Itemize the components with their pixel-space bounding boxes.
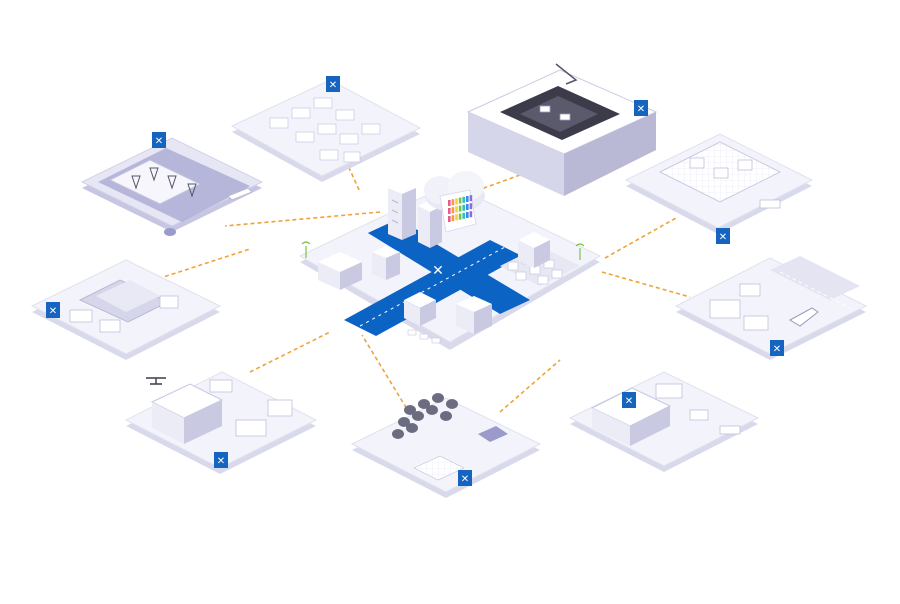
server-bar — [455, 214, 458, 221]
offshore-pylons — [131, 167, 197, 198]
server-bar — [469, 203, 473, 210]
server-bar — [466, 196, 469, 202]
tile-university-campus: ✕ — [30, 259, 222, 360]
connector-farm — [361, 334, 411, 415]
badge-glyph: ✕ — [719, 232, 727, 243]
connector-hospital — [249, 331, 331, 373]
server-bar — [455, 206, 458, 213]
server-bar — [455, 198, 458, 205]
tile-mining-pit: ✕ — [466, 63, 658, 196]
hub-antennas — [301, 241, 585, 260]
connector-factory — [499, 359, 561, 413]
server-bar — [466, 204, 469, 210]
badge-glyph: ✕ — [637, 104, 645, 115]
badge-glyph: ✕ — [49, 306, 57, 317]
server-bar — [458, 205, 462, 212]
server-bar — [458, 213, 462, 220]
hub-buildings-bottom — [404, 292, 492, 344]
connector-airport — [601, 271, 691, 298]
badge-glyph: ✕ — [217, 456, 225, 467]
badge-glyph: ✕ — [773, 344, 781, 355]
mining-crane — [555, 63, 578, 85]
hub-building-ne — [518, 232, 550, 268]
tile-agriculture-farm: ✕ — [350, 393, 542, 498]
server-bar — [458, 197, 462, 204]
airport-plane — [788, 307, 819, 327]
tile-factory-yard: ✕ — [568, 371, 760, 472]
badge-glyph: ✕ — [625, 396, 633, 407]
server-bar — [451, 215, 455, 222]
tile-hospital-heliport: ✕ — [124, 371, 318, 474]
office-badge: ✕ — [326, 76, 340, 92]
tile-manufacturing: ✕ — [624, 133, 814, 244]
offshore-badge: ✕ — [152, 132, 166, 148]
factory-badge: ✕ — [622, 392, 636, 408]
server-bar — [448, 208, 451, 214]
server-bar — [462, 204, 465, 211]
hospital-badge: ✕ — [214, 452, 228, 468]
server-bar — [462, 212, 465, 219]
server-bar — [469, 211, 473, 218]
server-bar — [466, 212, 469, 218]
hub-buildings-left — [318, 246, 400, 290]
offshore-ship — [227, 187, 253, 201]
central-city-hub: ✕ — [298, 171, 602, 350]
farm-barn — [478, 426, 508, 442]
offshore-buoy — [164, 228, 176, 236]
hub-road-ew — [344, 240, 522, 336]
server-bar — [448, 216, 451, 222]
badge-glyph: ✕ — [329, 80, 337, 91]
mining-badge: ✕ — [634, 100, 648, 116]
hub-cloud-datacenter — [424, 171, 485, 233]
university-badge: ✕ — [46, 302, 60, 318]
server-bar — [448, 200, 451, 206]
connector-manufacturing — [604, 217, 677, 259]
server-bar — [451, 207, 455, 214]
tile-airport: ✕ — [674, 256, 868, 360]
manufacturing-badge: ✕ — [716, 228, 730, 244]
badge-glyph: ✕ — [155, 136, 163, 147]
farm-badge: ✕ — [458, 470, 472, 486]
hub-server-bars — [448, 195, 473, 222]
badge-glyph: ✕ — [461, 474, 469, 485]
farm-solar-panels — [413, 455, 465, 481]
tile-office-campus: ✕ — [230, 76, 422, 182]
connector-university — [144, 248, 251, 284]
server-bar — [462, 196, 465, 203]
tile-offshore-wind-port: ✕ — [80, 132, 264, 236]
helicopter — [146, 377, 166, 385]
hub-tower-1 — [388, 182, 416, 240]
farm-solar-dishes — [392, 393, 458, 439]
connector-offshore — [224, 211, 381, 227]
hub-logo: ✕ — [432, 263, 444, 279]
server-bar — [469, 195, 473, 202]
airport-badge: ✕ — [770, 340, 784, 356]
server-bar — [451, 199, 455, 206]
